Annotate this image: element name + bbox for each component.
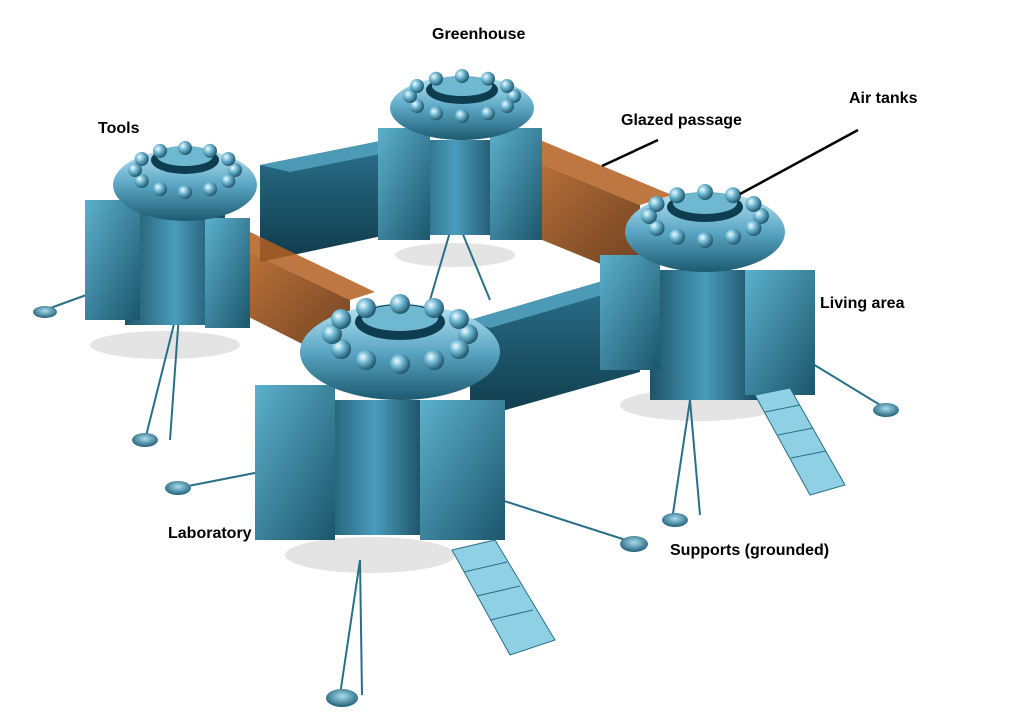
label-living-area: Living area <box>820 295 905 312</box>
air-tank-sphere <box>153 143 167 158</box>
air-tank-sphere <box>697 232 713 248</box>
air-tank-sphere <box>648 220 665 236</box>
air-tank-sphere <box>669 228 685 245</box>
label-supports: Supports (grounded) <box>670 542 830 559</box>
air-tank-sphere <box>331 309 352 329</box>
air-tank-sphere <box>753 208 769 224</box>
air-tank-sphere <box>448 309 469 329</box>
air-tank-sphere <box>455 109 469 123</box>
air-tank-sphere <box>356 350 376 370</box>
label-glazed-passage: Glazed passage <box>621 112 742 129</box>
air-tank-spheres <box>128 69 769 374</box>
air-tank-sphere <box>390 354 410 374</box>
air-tank-sphere <box>500 99 514 113</box>
air-tank-sphere <box>203 182 217 197</box>
label-laboratory: Laboratory <box>168 525 252 542</box>
stairs-living <box>754 387 846 496</box>
air-tank-sphere <box>178 141 192 155</box>
air-tank-sphere <box>458 324 478 344</box>
air-tank-sphere <box>648 196 665 212</box>
air-tank-sphere <box>322 324 342 344</box>
air-tank-sphere <box>424 350 444 370</box>
module-greenhouse <box>378 76 542 301</box>
air-tank-sphere <box>507 89 521 103</box>
air-tank-sphere <box>481 71 495 86</box>
air-tank-sphere <box>481 106 495 121</box>
module-laboratory <box>165 304 648 707</box>
air-tank-sphere <box>178 185 192 199</box>
air-tank-sphere <box>697 184 713 200</box>
air-tank-sphere <box>203 143 217 158</box>
air-tank-sphere <box>153 182 167 197</box>
label-tools: Tools <box>98 120 140 137</box>
air-tank-sphere <box>725 187 741 204</box>
air-tank-sphere <box>331 339 352 359</box>
module-living-area <box>600 192 899 527</box>
air-tank-sphere <box>410 79 424 93</box>
air-tank-sphere <box>669 187 685 204</box>
air-tank-sphere <box>403 89 417 103</box>
air-tank-sphere <box>228 163 242 177</box>
air-tank-sphere <box>448 339 469 359</box>
air-tank-sphere <box>390 294 410 314</box>
air-tank-sphere <box>356 298 376 318</box>
air-tank-sphere <box>745 196 762 212</box>
air-tank-sphere <box>221 152 236 166</box>
air-tank-sphere <box>424 298 444 318</box>
module-tools <box>33 146 257 447</box>
air-tank-sphere <box>500 79 514 93</box>
air-tank-sphere <box>128 163 142 177</box>
leader-lines <box>601 128 859 196</box>
label-air-tanks: Air tanks <box>849 90 918 107</box>
air-tank-sphere <box>429 71 443 86</box>
air-tank-sphere <box>221 174 236 188</box>
air-tank-sphere <box>641 208 657 224</box>
air-tank-sphere <box>134 174 149 188</box>
air-tank-sphere <box>745 220 762 236</box>
air-tank-sphere <box>455 69 469 83</box>
label-greenhouse: Greenhouse <box>432 26 526 43</box>
air-tank-sphere <box>725 228 741 245</box>
stairs-laboratory <box>451 539 556 656</box>
air-tank-sphere <box>429 106 443 121</box>
air-tank-sphere <box>410 99 424 113</box>
air-tank-sphere <box>134 152 149 166</box>
